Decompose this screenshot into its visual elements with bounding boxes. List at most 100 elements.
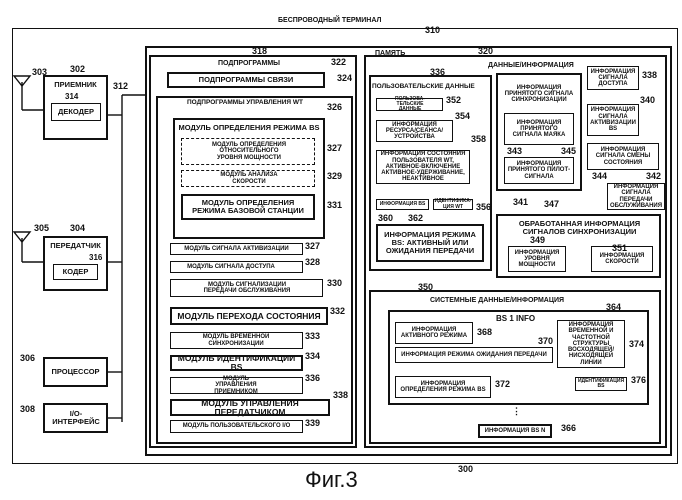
- bs-info-item: ИНФОРМАЦИЯ BS: [376, 199, 429, 210]
- rx-control-module-label: МОДУЛЬ УПРАВЛЕНИЯ ПРИЕМНИКОМ: [201, 378, 271, 393]
- activation-module: МОДУЛЬ СИГНАЛА АКТИВИЗАЦИИ: [170, 243, 303, 255]
- ref-349: 349: [530, 236, 545, 245]
- beacon-info-label: ИНФОРМАЦИЯ ПРИНЯТОГО СИГНАЛА МАЯКА: [505, 114, 573, 144]
- system-data-title: СИСТЕМНЫЕ ДАННЫЕ/ИНФОРМАЦИЯ: [430, 297, 564, 304]
- ref-347: 347: [544, 200, 559, 209]
- ref-329: 329: [327, 172, 342, 181]
- bs1-info-title: BS 1 INFO: [496, 315, 535, 323]
- handoff-signal-info-label: ИНФОРМАЦИЯ СИГНАЛА ПЕРЕДАЧИ ОБСЛУЖИВАНИЯ: [608, 184, 664, 209]
- link-structure-info-label: ИНФОРМАЦИЯ ВРЕМЕННОЙ И ЧАСТОТНОЙ СТРУКТУ…: [558, 321, 624, 367]
- state-change-signal-info: ИНФОРМАЦИЯ СИГНАЛА СМЕНЫ СОСТОЯНИЯ: [587, 143, 659, 170]
- ref-324: 324: [337, 74, 352, 83]
- access-signal-info: ИНФОРМАЦИЯ СИГНАЛА ДОСТУПА: [587, 66, 639, 90]
- ref-340: 340: [640, 96, 655, 105]
- user-data-title: ПОЛЬЗОВАТЕЛЬСКИЕ ДАННЫЕ: [372, 84, 475, 91]
- ref-342: 342: [646, 172, 661, 181]
- received-sync-label: ИНФОРМАЦИЯ ПРИНЯТОГО СИГНАЛА СИНХРОНИЗАЦ…: [500, 79, 578, 109]
- wt-id-item: ИДЕНТИФИКА-ЦИЯ WT: [433, 199, 473, 210]
- processor-label: ПРОЦЕССОР: [45, 359, 106, 385]
- bsn-info: ИНФОРМАЦИЯ BS N: [478, 424, 552, 438]
- handoff-signal-info: ИНФОРМАЦИЯ СИГНАЛА ПЕРЕДАЧИ ОБСЛУЖИВАНИЯ: [607, 183, 665, 210]
- ref-341: 341: [513, 198, 528, 207]
- ref-374: 374: [629, 340, 644, 349]
- ref-366: 366: [561, 424, 576, 433]
- state-transition-module-label: МОДУЛЬ ПЕРЕХОДА СОСТОЯНИЯ: [172, 309, 326, 323]
- bs-id-module-label: МОДУЛЬ ИДЕНТИФИКАЦИИ BS: [172, 357, 301, 369]
- wt-control-title: ПОДПРОГРАММЫ УПРАВЛЕНИЯ WT: [187, 100, 303, 107]
- ref-356: 356: [476, 203, 491, 212]
- bs-determ-module: МОДУЛЬ ОПРЕДЕЛЕНИЯ РЕЖИМА БАЗОВОЙ СТАНЦИ…: [181, 194, 315, 220]
- wt-id-item-label: ИДЕНТИФИКА-ЦИЯ WT: [434, 200, 472, 209]
- rel-power-module: МОДУЛЬ ОПРЕДЕЛЕНИЯ ОТНОСИТЕЛЬНОГО УРОВНЯ…: [181, 138, 315, 165]
- processor-block: ПРОЦЕССОР: [43, 357, 108, 387]
- ref-322: 322: [331, 58, 346, 67]
- ref-372: 372: [495, 380, 510, 389]
- ref-308: 308: [20, 405, 35, 414]
- resources-info-label: ИНФОРМАЦИЯ РЕСУРСА/СЕАНСА/ УСТРОЙСТВА: [377, 121, 452, 141]
- ref-327b: 327: [305, 242, 320, 251]
- ref-331: 331: [327, 201, 342, 210]
- pilot-info-label: ИНФОРМАЦИЯ ПРИНЯТОГО ПИЛОТ-СИГНАЛА: [505, 158, 573, 183]
- processed-sync-block: ОБРАБОТАННАЯ ИНФОРМАЦИЯ СИГНАЛОВ СИНХРОН…: [496, 214, 661, 278]
- handoff-module: МОДУЛЬ СИГНАЛИЗАЦИИ ПЕРЕДАЧИ ОБСЛУЖИВАНИ…: [170, 279, 323, 297]
- access-signal-info-label: ИНФОРМАЦИЯ СИГНАЛА ДОСТУПА: [588, 67, 638, 89]
- ref-312: 312: [113, 82, 128, 91]
- ref-327a: 327: [327, 144, 342, 153]
- comm-routines: ПОДПРОГРАММЫ СВЯЗИ: [167, 72, 325, 88]
- ref-336a: 336: [305, 374, 320, 383]
- timing-sync-module-label: МОДУЛЬ ВРЕМЕННОЙ СИНХРОНИЗАЦИИ: [191, 333, 281, 348]
- ref-326: 326: [327, 103, 342, 112]
- bs-id-info-label: ИДЕНТИФИКАЦИЯ BS: [576, 378, 626, 390]
- activation-signal-info: ИНФОРМАЦИЯ СИГНАЛА АКТИВИЗАЦИИ BS: [587, 104, 639, 136]
- ref-354: 354: [455, 112, 470, 121]
- coder-label: КОДЕР: [54, 265, 97, 279]
- ref-376: 376: [631, 376, 646, 385]
- timing-sync-module: МОДУЛЬ ВРЕМЕННОЙ СИНХРОНИЗАЦИИ: [170, 332, 303, 349]
- ref-306: 306: [20, 354, 35, 363]
- power-level-info-label: ИНФОРМАЦИЯ УРОВНЯ МОЩНОСТИ: [509, 247, 565, 271]
- link-structure-info: ИНФОРМАЦИЯ ВРЕМЕННОЙ И ЧАСТОТНОЙ СТРУКТУ…: [557, 320, 625, 368]
- ref-338a: 338: [333, 391, 348, 400]
- standby-mode-info: ИНФОРМАЦИЯ РЕЖИМА ОЖИДАНИЯ ПЕРЕДАЧИ: [395, 347, 553, 363]
- beacon-info: ИНФОРМАЦИЯ ПРИНЯТОГО СИГНАЛА МАЯКА: [504, 113, 574, 145]
- bs-mode-determ-info-label: ИНФОРМАЦИЯ ОПРЕДЕЛЕНИЯ РЕЖИМА BS: [396, 377, 490, 397]
- user-data-item: ПОЛЬЗОВА-ТЕЛЬСКИЕ ДАННЫЕ: [376, 98, 443, 111]
- tx-control-module: МОДУЛЬ УПРАВЛЕНИЯ ПЕРЕДАТЧИКОМ: [170, 399, 330, 416]
- ref-334: 334: [305, 352, 320, 361]
- bs-mode-info: ИНФОРМАЦИЯ РЕЖИМА BS: АКТИВНЫЙ ИЛИ ОЖИДА…: [376, 224, 484, 262]
- resources-info: ИНФОРМАЦИЯ РЕСУРСА/СЕАНСА/ УСТРОЙСТВА: [376, 120, 453, 142]
- data-info-title: ДАННЫЕ/ИНФОРМАЦИЯ: [488, 62, 574, 69]
- active-mode-info: ИНФОРМАЦИЯ АКТИВНОГО РЕЖИМА: [395, 322, 473, 344]
- ref-302: 302: [70, 65, 85, 74]
- tx-control-module-label: МОДУЛЬ УПРАВЛЕНИЯ ПЕРЕДАТЧИКОМ: [172, 401, 328, 414]
- ref-328: 328: [305, 258, 320, 267]
- standby-mode-info-label: ИНФОРМАЦИЯ РЕЖИМА ОЖИДАНИЯ ПЕРЕДАЧИ: [396, 348, 552, 362]
- bsn-info-label: ИНФОРМАЦИЯ BS N: [480, 426, 550, 436]
- figure-caption: Фиг.3: [305, 467, 358, 493]
- pilot-info: ИНФОРМАЦИЯ ПРИНЯТОГО ПИЛОТ-СИГНАЛА: [504, 157, 574, 184]
- user-data-item-label: ПОЛЬЗОВА-ТЕЛЬСКИЕ ДАННЫЕ: [385, 99, 435, 110]
- bs-mode-module: МОДУЛЬ ОПРЕДЕЛЕНИЯ РЕЖИМА BS МОДУЛЬ ОПРЕ…: [173, 118, 325, 239]
- activation-module-label: МОДУЛЬ СИГНАЛА АКТИВИЗАЦИИ: [171, 244, 302, 254]
- ref-352: 352: [446, 96, 461, 105]
- decoder-label: ДЕКОДЕР: [52, 104, 100, 120]
- power-level-info: ИНФОРМАЦИЯ УРОВНЯ МОЩНОСТИ: [508, 246, 566, 272]
- ref-350: 350: [418, 283, 433, 292]
- ref-339: 339: [305, 419, 320, 428]
- comm-routines-label: ПОДПРОГРАММЫ СВЯЗИ: [169, 74, 323, 86]
- ref-305: 305: [34, 224, 49, 233]
- decoder-block: ДЕКОДЕР: [51, 103, 101, 121]
- ref-351: 351: [612, 244, 627, 253]
- user-state-info: ИНФОРМАЦИЯ СОСТОЯНИЯ ПОЛЬЗОВАТЕЛЯ WT, АК…: [376, 150, 470, 184]
- state-transition-module: МОДУЛЬ ПЕРЕХОДА СОСТОЯНИЯ: [170, 307, 328, 325]
- processed-sync-title: ОБРАБОТАННАЯ ИНФОРМАЦИЯ СИГНАЛОВ СИНХРОН…: [502, 218, 657, 238]
- ref-364: 364: [606, 303, 621, 312]
- bs-info-item-label: ИНФОРМАЦИЯ BS: [377, 200, 428, 209]
- ref-318: 318: [252, 47, 267, 56]
- bs-id-module: МОДУЛЬ ИДЕНТИФИКАЦИИ BS: [170, 355, 303, 371]
- routines-title: ПОДПРОГРАММЫ: [218, 60, 280, 67]
- state-change-signal-info-label: ИНФОРМАЦИЯ СИГНАЛА СМЕНЫ СОСТОЯНИЯ: [588, 144, 658, 169]
- ref-343: 343: [507, 147, 522, 156]
- ref-304: 304: [70, 224, 85, 233]
- user-io-module-label: МОДУЛЬ ПОЛЬЗОВАТЕЛЬСКОГО I/O: [171, 421, 302, 432]
